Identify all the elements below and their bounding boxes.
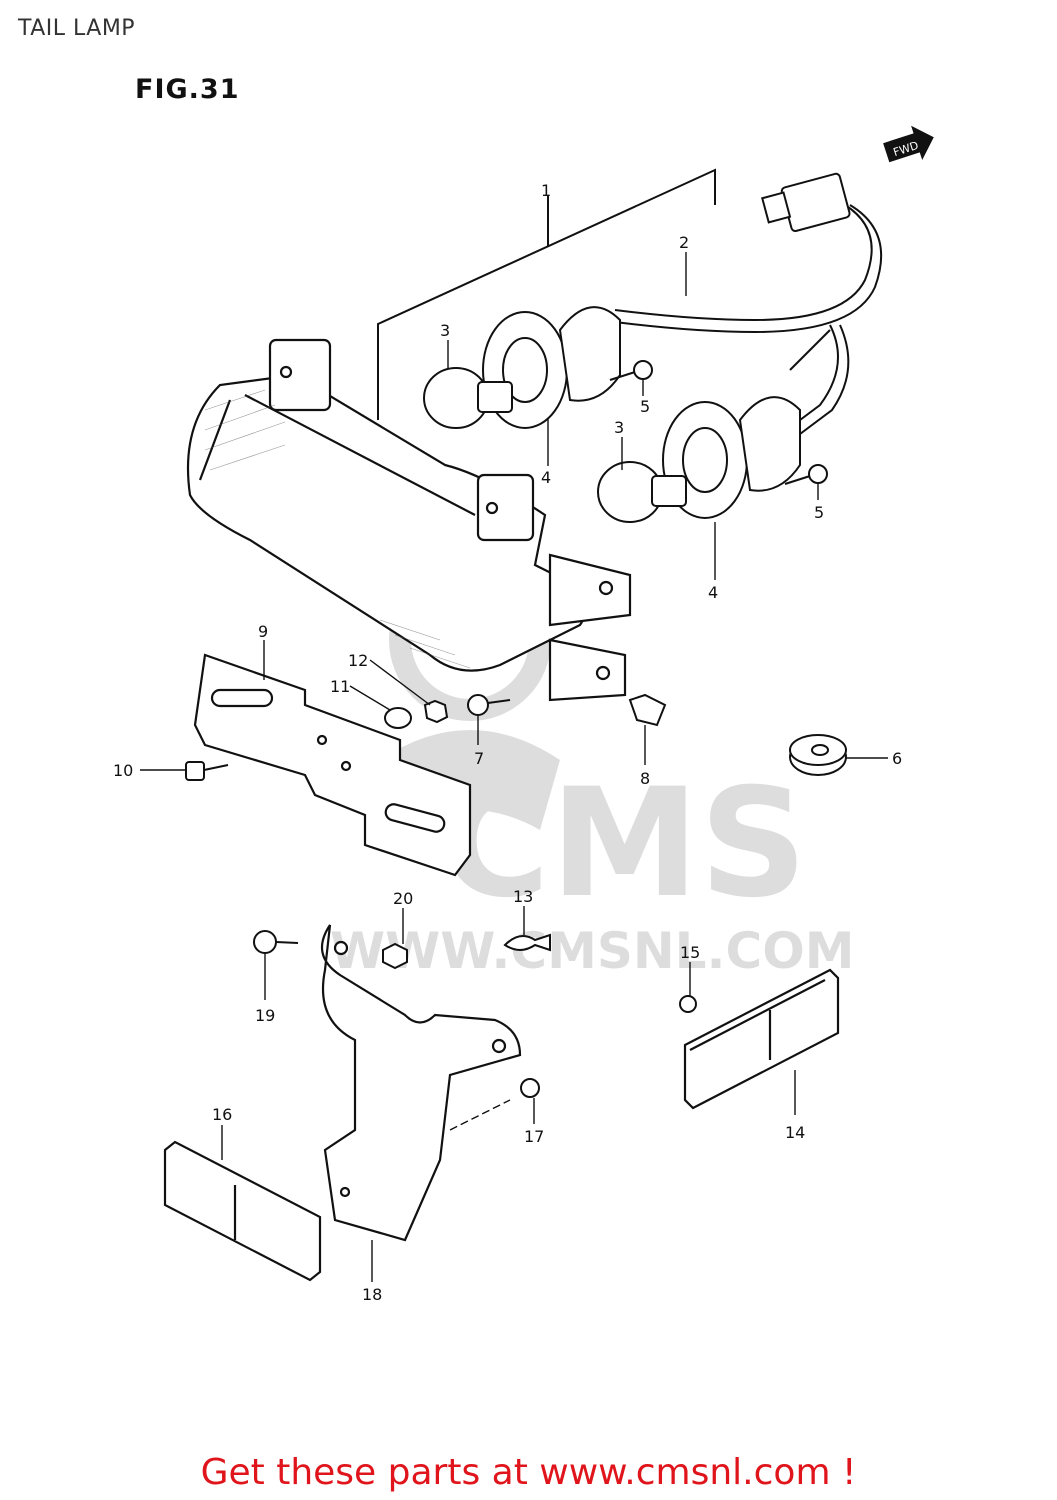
callout-12: 12 — [348, 651, 368, 670]
callout-1: 1 — [541, 181, 551, 200]
watermark-url: WWW.CMSNL.COM — [330, 922, 855, 980]
figure-label: FIG.31 — [135, 74, 240, 105]
tail-lamp-housing — [186, 338, 632, 702]
callout-8: 8 — [640, 769, 650, 788]
callout-labels: 1 2 3 3 4 4 5 5 6 7 8 9 10 11 12 13 14 1… — [113, 181, 902, 1304]
bulb-13 — [503, 933, 551, 952]
callout-6: 6 — [892, 749, 902, 768]
license-bracket-9 — [193, 653, 472, 877]
callout-3b: 3 — [614, 418, 624, 437]
callout-17: 17 — [524, 1127, 544, 1146]
page-title: TAIL LAMP — [18, 16, 136, 41]
nut-12 — [423, 699, 449, 724]
callout-18: 18 — [362, 1285, 382, 1304]
callout-7: 7 — [474, 749, 484, 768]
callout-13: 13 — [513, 887, 533, 906]
footer-promo-link[interactable]: Get these parts at www.cmsnl.com ! — [200, 1452, 857, 1493]
callout-14: 14 — [785, 1123, 805, 1142]
assembly-bracket-1 — [377, 168, 716, 420]
callout-5a: 5 — [640, 397, 650, 416]
bolt-10 — [185, 761, 229, 781]
bulb-upper — [423, 367, 513, 429]
harness-connector — [761, 172, 851, 233]
callout-16: 16 — [212, 1105, 232, 1124]
callout-11: 11 — [330, 677, 350, 696]
clip-8 — [628, 693, 667, 727]
callout-10: 10 — [113, 761, 133, 780]
screw-5-upper — [609, 360, 653, 381]
callout-19: 19 — [255, 1006, 275, 1025]
leader-lines — [140, 252, 888, 1282]
callout-20: 20 — [393, 889, 413, 908]
callout-4b: 4 — [708, 583, 718, 602]
nut-15 — [679, 995, 697, 1013]
callout-2: 2 — [679, 233, 689, 252]
lamp-lens-texture — [204, 389, 471, 669]
forward-arrow-icon: FWD — [883, 125, 934, 163]
wiring-harness — [614, 204, 883, 441]
washer-11 — [384, 707, 412, 729]
callout-9: 9 — [258, 622, 268, 641]
reflector-bracket-18 — [320, 924, 522, 1242]
callout-15: 15 — [680, 943, 700, 962]
nut-17 — [520, 1078, 540, 1098]
callout-3a: 3 — [440, 321, 450, 340]
reflector-14 — [683, 968, 840, 1110]
grommet-6 — [789, 734, 847, 776]
screw-19 — [253, 930, 299, 954]
callout-5b: 5 — [814, 503, 824, 522]
callout-4a: 4 — [541, 468, 551, 487]
nut-20 — [382, 942, 408, 970]
screw-5-lower — [784, 464, 828, 485]
bulb-lower — [597, 461, 687, 523]
reflector-16 — [163, 1140, 322, 1282]
watermark-brand: CMS — [440, 757, 807, 931]
